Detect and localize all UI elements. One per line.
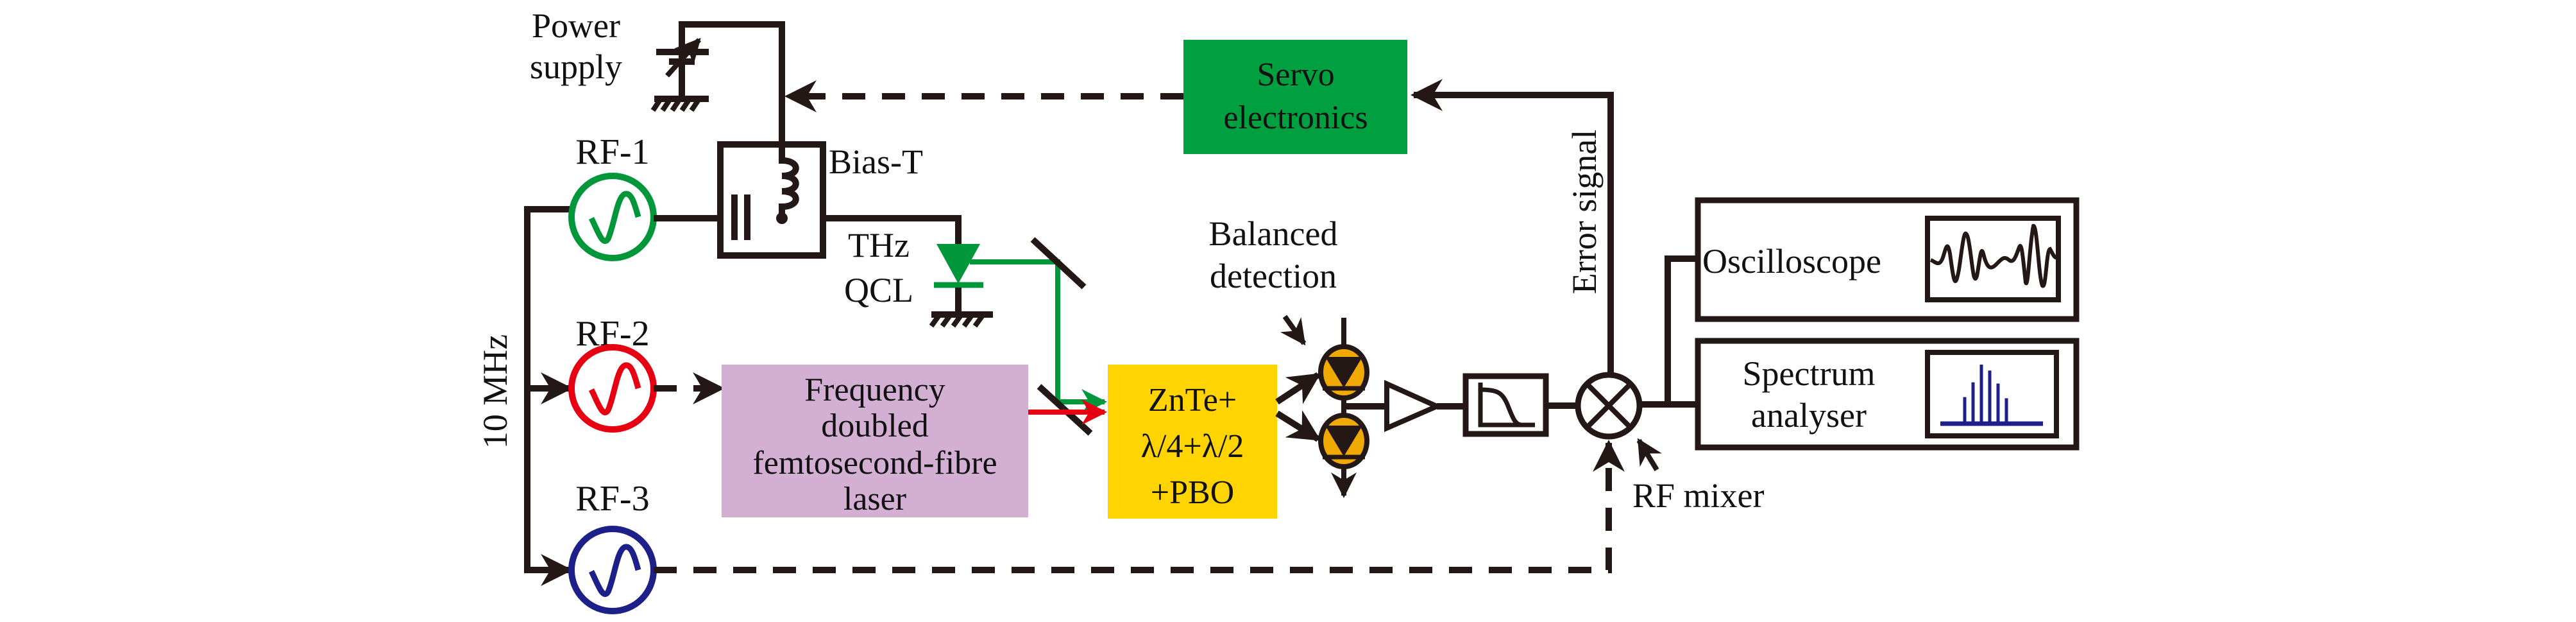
rf2-source: RF-2 [568, 314, 657, 433]
junction-dot [776, 212, 788, 224]
eo-crystal-box: ZnTe+ λ/4+λ/2 +PBO [1108, 365, 1277, 519]
ground-icon [929, 311, 993, 328]
beam-to-detector-2 [1275, 410, 1321, 442]
low-pass-filter [1462, 373, 1549, 437]
error-signal-label: Error signal [1565, 130, 1604, 294]
inductor-icon [779, 144, 799, 218]
bias-t-label: Bias-T [829, 143, 923, 181]
oscilloscope-label: Oscilloscope [1702, 242, 1881, 281]
sine-wave-icon [588, 544, 641, 597]
bias-t: Bias-T [717, 141, 923, 259]
rf-mixer-pointer [1636, 438, 1662, 472]
balanced-detection-label-1: Balanced [1209, 214, 1338, 253]
eo-label-2: λ/4+λ/2 [1141, 428, 1244, 465]
thz-qcl: THz QCL [844, 226, 993, 328]
laser-box: Frequency doubled femtosecond-fibre lase… [722, 365, 1028, 517]
laser-label-1: Frequency [804, 372, 945, 408]
balanced-detection-label-2: detection [1210, 257, 1337, 295]
ground-icon [650, 96, 709, 112]
oscilloscope: Oscilloscope [1695, 197, 2080, 322]
error-signal-line [1411, 79, 1614, 375]
spectrum-label-2: analyser [1751, 396, 1867, 435]
photodiode-2 [1318, 413, 1369, 469]
servo-label-2: electronics [1223, 99, 1368, 136]
power-supply-label-2: supply [530, 48, 622, 86]
waveform-icon [1929, 223, 2060, 288]
balanced-detection-pointer [1280, 315, 1307, 346]
rf-mixer-label: RF mixer [1632, 476, 1765, 515]
power-supply: Power supply [530, 6, 785, 144]
spectrum-label-1: Spectrum [1743, 354, 1876, 393]
laser-label-2: doubled [821, 408, 929, 444]
spectrum-analyser: Spectrum analyser [1695, 338, 2080, 451]
variable-arrow-icon [665, 38, 701, 78]
eo-label-3: +PBO [1151, 474, 1234, 511]
photodiode-icon [1325, 357, 1362, 388]
spectrum-lines [1963, 365, 2008, 424]
ref-clock-label: 10 MHz [476, 334, 514, 449]
rf-mixer [1575, 372, 1643, 440]
qcl-label-1: THz [848, 226, 910, 264]
rf3-label: RF-3 [575, 479, 649, 519]
eo-label-1: ZnTe+ [1148, 382, 1237, 419]
sine-wave-icon [588, 191, 641, 244]
rf1-label: RF-1 [575, 132, 649, 172]
thz-beam [970, 259, 1107, 415]
rf3-to-mixer-dashed [654, 440, 1625, 573]
power-supply-label-1: Power [532, 6, 620, 45]
sine-wave-icon [588, 362, 641, 415]
rf1-source: RF-1 [568, 132, 657, 261]
laser-label-3: femtosecond-fibre [752, 445, 997, 481]
diode-icon [936, 244, 980, 284]
qcl-label-2: QCL [844, 271, 913, 309]
photodiode-icon [1325, 426, 1362, 456]
photodiode-1 [1318, 344, 1369, 401]
servo-electronics-box: Servo electronics [1183, 40, 1407, 154]
mirror-1 [1030, 237, 1087, 289]
amplifier-icon [1384, 379, 1443, 433]
laser-label-4: laser [843, 481, 906, 517]
beam-to-detector-1 [1275, 372, 1321, 405]
servo-label-1: Servo [1257, 56, 1334, 93]
rf3-source: RF-3 [568, 479, 657, 614]
filter-response-icon [1478, 383, 1535, 428]
